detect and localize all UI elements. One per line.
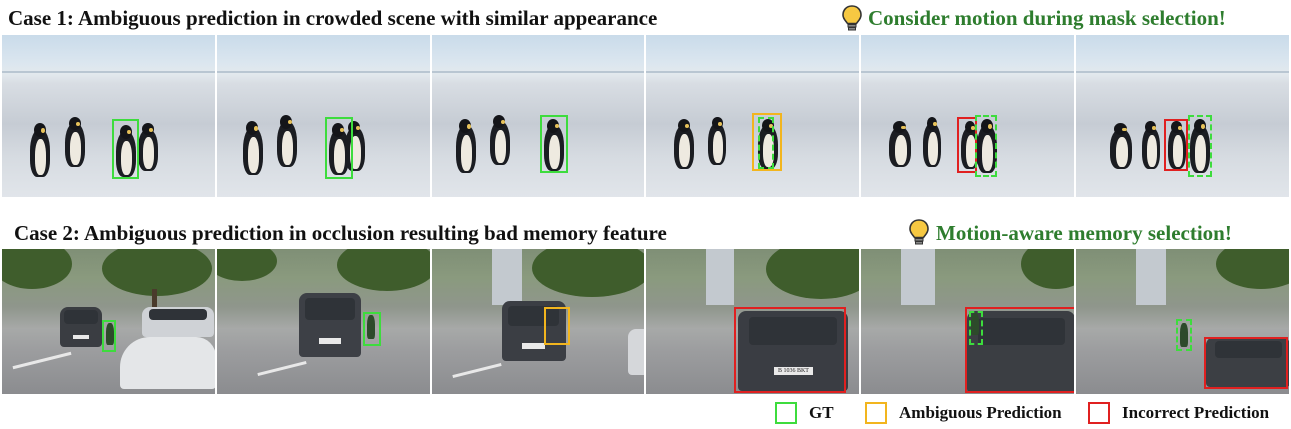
case2-frame-strip: B 1036 BKT bbox=[2, 249, 1289, 394]
car bbox=[967, 311, 1075, 393]
lightbulb-icon bbox=[842, 5, 862, 31]
legend-ambiguous: Ambiguous Prediction bbox=[865, 400, 1062, 426]
penguin bbox=[276, 115, 297, 167]
case2-frame-4: B 1036 BKT bbox=[646, 249, 860, 394]
incorrect-box bbox=[734, 307, 847, 393]
car bbox=[627, 329, 645, 375]
penguin bbox=[489, 115, 510, 165]
gt-swatch bbox=[775, 402, 797, 424]
case2-tip: Motion-aware memory selection! bbox=[936, 221, 1232, 245]
gt-box bbox=[362, 312, 381, 346]
case2-frame-5 bbox=[861, 249, 1075, 394]
incorrect-box bbox=[965, 307, 1075, 393]
case1-frame-4 bbox=[646, 35, 860, 197]
penguin bbox=[65, 117, 85, 167]
penguin bbox=[1168, 121, 1187, 169]
case2-frame-6 bbox=[1076, 249, 1289, 394]
gt-box bbox=[1188, 115, 1213, 177]
case1-frame-strip bbox=[2, 35, 1289, 197]
case1-frame-2 bbox=[216, 35, 430, 197]
rider bbox=[971, 313, 980, 335]
ambiguous-box bbox=[543, 307, 570, 345]
gt-box bbox=[539, 115, 568, 173]
case2-frame-2 bbox=[216, 249, 430, 394]
incorrect-swatch bbox=[1088, 402, 1110, 424]
case1-frame-1 bbox=[2, 35, 215, 197]
rider bbox=[1180, 323, 1189, 347]
car bbox=[60, 307, 102, 347]
penguin bbox=[116, 125, 136, 177]
case1-frame-6 bbox=[1076, 35, 1289, 197]
penguin bbox=[1142, 121, 1161, 169]
gt-box bbox=[1176, 319, 1193, 351]
legend-gt: GT bbox=[775, 400, 834, 426]
case1-tip: Consider motion during mask selection! bbox=[868, 6, 1226, 30]
gt-box bbox=[112, 119, 139, 179]
penguin bbox=[708, 117, 727, 165]
case1-title: Case 1: Ambiguous prediction in crowded … bbox=[8, 6, 658, 30]
car bbox=[1206, 337, 1289, 387]
rider bbox=[366, 315, 375, 339]
case2-frame-3 bbox=[431, 249, 645, 394]
gt-box bbox=[102, 320, 116, 352]
car bbox=[142, 307, 214, 337]
case1-frame-5 bbox=[861, 35, 1075, 197]
lightbulb-icon bbox=[909, 219, 929, 245]
ambiguous-swatch bbox=[865, 402, 887, 424]
gt-box bbox=[969, 311, 984, 345]
case1-frame-3 bbox=[431, 35, 645, 197]
incorrect-box bbox=[1204, 337, 1289, 389]
legend-ambiguous-label: Ambiguous Prediction bbox=[899, 403, 1062, 422]
penguin bbox=[328, 123, 349, 175]
ambiguous-box bbox=[752, 113, 783, 171]
penguin bbox=[923, 117, 942, 167]
rider bbox=[106, 323, 114, 345]
penguin bbox=[138, 123, 158, 171]
car bbox=[298, 293, 361, 357]
legend-incorrect: Incorrect Prediction bbox=[1088, 400, 1269, 426]
car bbox=[120, 337, 215, 389]
legend-incorrect-label: Incorrect Prediction bbox=[1122, 403, 1270, 422]
case2-frame-1 bbox=[2, 249, 215, 394]
penguin bbox=[674, 119, 695, 169]
car bbox=[501, 301, 566, 361]
incorrect-box bbox=[1164, 119, 1189, 171]
incorrect-box bbox=[957, 117, 978, 173]
gt-box bbox=[975, 115, 998, 177]
penguin bbox=[543, 119, 564, 171]
case2-title: Case 2: Ambiguous prediction in occlusio… bbox=[14, 221, 667, 245]
car: B 1036 BKT bbox=[738, 311, 849, 391]
penguin bbox=[455, 119, 476, 173]
penguin bbox=[889, 121, 912, 167]
penguin bbox=[30, 123, 50, 177]
license-plate: B 1036 BKT bbox=[773, 367, 814, 375]
gt-box bbox=[758, 117, 775, 169]
legend-gt-label: GT bbox=[809, 403, 834, 422]
penguin bbox=[1110, 123, 1133, 169]
penguin bbox=[961, 121, 980, 169]
penguin bbox=[977, 119, 998, 173]
penguin bbox=[242, 121, 263, 175]
penguin bbox=[1190, 119, 1211, 173]
gt-box bbox=[324, 117, 353, 179]
